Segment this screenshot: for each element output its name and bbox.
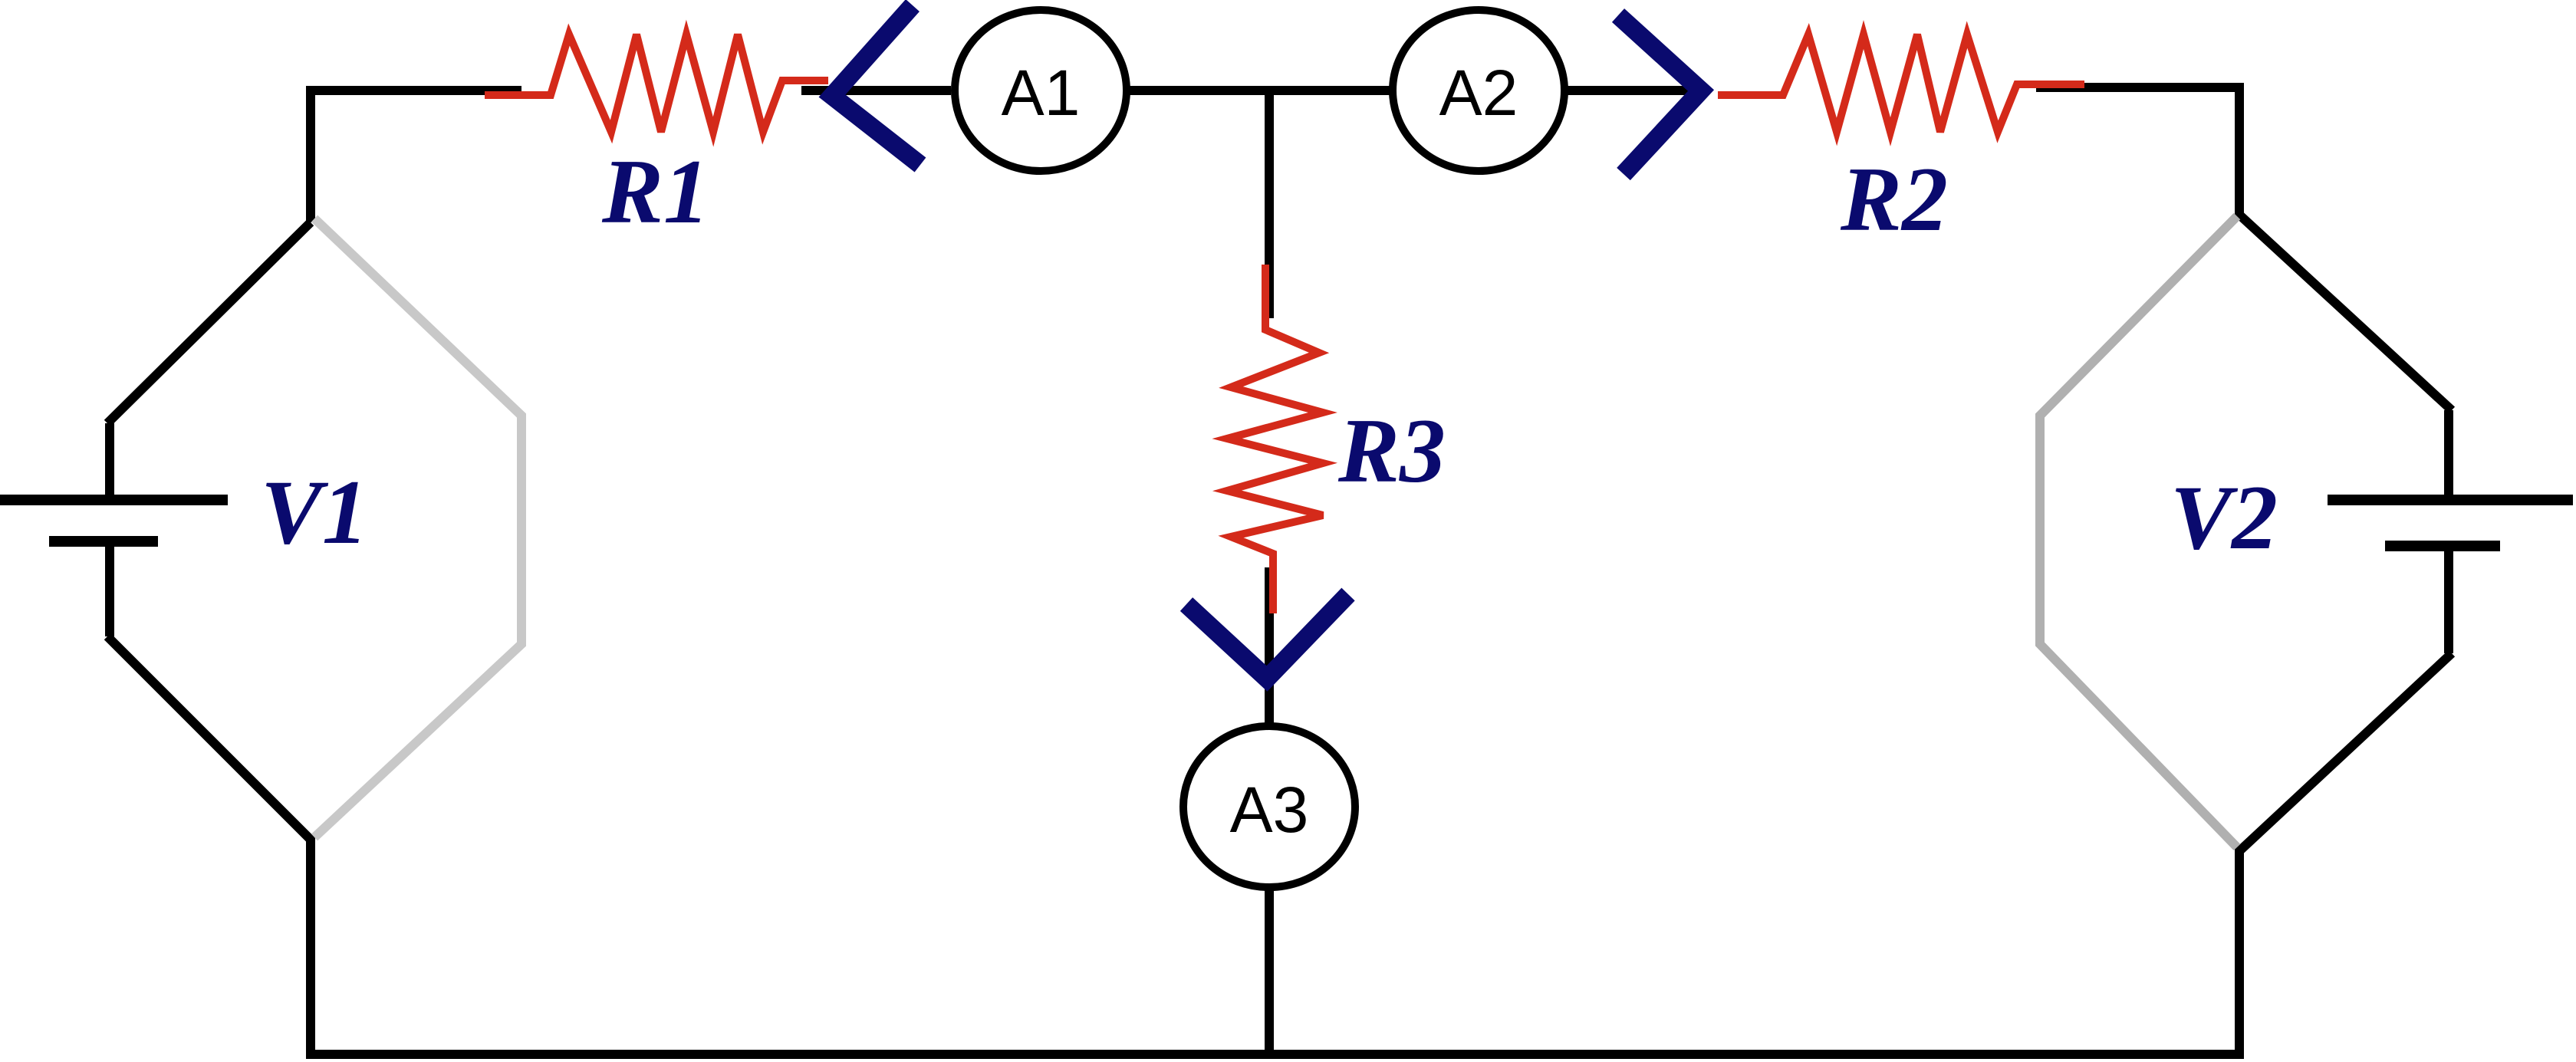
v1-lower-diagonal [104, 633, 314, 843]
v2-upper-diagonal [2235, 211, 2456, 414]
ammeter-a2: A2 [1389, 6, 1568, 175]
v2-lower-diagonal [2235, 649, 2456, 855]
battery-v1 [0, 495, 228, 547]
r3-switch-arrow [1179, 587, 1355, 692]
r2-label: R2 [1840, 148, 1948, 250]
a2-meter-circle [1389, 6, 1568, 175]
r2-switch-arrow [1611, 8, 1715, 181]
bottom-wire [306, 836, 2244, 1059]
v2-label: V2 [2170, 466, 2278, 568]
left-top-wire [306, 86, 521, 222]
battery-v2 [2328, 495, 2573, 551]
a1-label: A1 [1002, 57, 1081, 129]
r1-label: R1 [601, 140, 709, 242]
r2-zigzag [1718, 20, 2084, 146]
v2-bypass-path [2035, 212, 2241, 851]
inactive-wires [311, 212, 2241, 851]
v1-bypass-path [311, 215, 526, 841]
r3-label: R3 [1337, 399, 1446, 501]
component-labels: R1 R2 R3 V1 V2 [261, 140, 2278, 568]
a3-meter-circle [1179, 722, 1359, 891]
switch-arrows [818, 0, 1715, 692]
r1-zigzag [485, 19, 828, 147]
main-wires [104, 83, 2456, 1059]
a2-label: A2 [1439, 57, 1518, 129]
v1-label: V1 [261, 461, 368, 563]
resistor-r3 [1212, 265, 1338, 613]
a1-meter-circle [951, 6, 1130, 175]
resistor-r1 [485, 19, 828, 147]
resistor-r2 [1718, 20, 2084, 146]
ammeter-a3: A3 [1179, 722, 1359, 891]
right-top-wire [2036, 83, 2244, 219]
r1-switch-arrow [818, 0, 926, 173]
r3-zigzag [1212, 265, 1338, 613]
ammeter-a1: A1 [951, 6, 1130, 175]
v1-upper-diagonal [104, 219, 314, 427]
a3-label: A3 [1230, 774, 1309, 846]
